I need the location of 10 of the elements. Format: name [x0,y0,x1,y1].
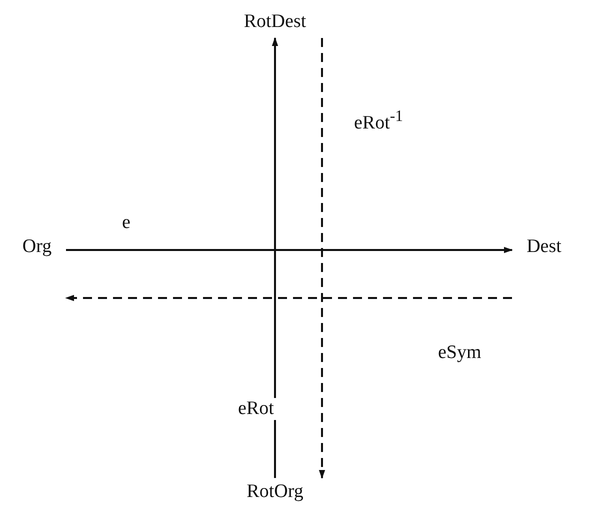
arrow [65,294,512,302]
arrow [272,37,278,478]
node-label: RotDest [225,10,325,36]
node-label: RotOrg [225,480,325,506]
edge-label: eSym [436,342,484,364]
node-label: Dest [514,235,574,261]
node-label: Org [10,235,64,261]
edge-label: eRot [236,398,276,420]
arrow [318,38,326,479]
arrow [66,246,513,254]
